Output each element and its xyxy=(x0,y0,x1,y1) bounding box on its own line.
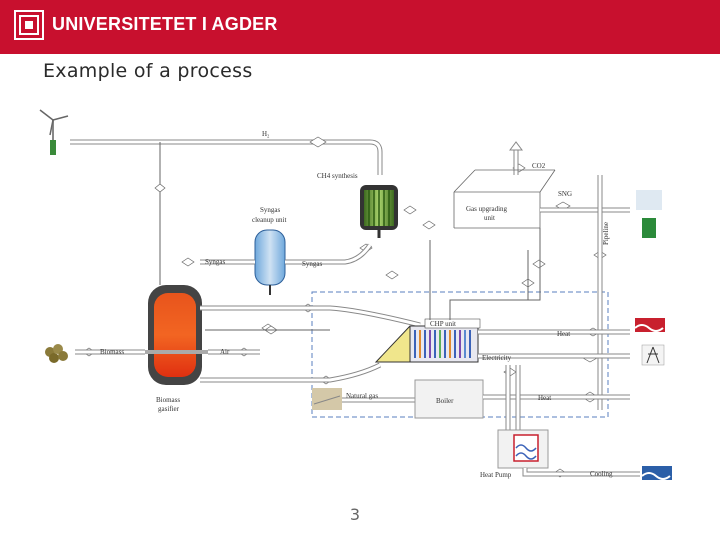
process-diagram: H₂ xyxy=(39,109,672,480)
biomass-flow-label: Biomass xyxy=(100,348,124,356)
gas-tank-icon xyxy=(636,190,662,238)
boiler-unit xyxy=(414,379,484,419)
biomass-gasifier xyxy=(140,285,208,385)
slide-title: Example of a process xyxy=(43,60,253,82)
heat-right-label: Heat xyxy=(557,330,570,338)
chp-unit-label: CHP unit xyxy=(430,320,456,328)
syngas-cleanup-unit xyxy=(254,229,286,295)
heat-pump-label: Heat Pump xyxy=(480,471,512,479)
university-logo-icon xyxy=(14,10,44,40)
boiler-label: Boiler xyxy=(436,397,454,405)
university-name: UNIVERSITETET I AGDER xyxy=(52,14,278,34)
biomass-pellets-icon xyxy=(45,344,68,363)
gasifier-label-1: Biomass xyxy=(156,396,180,404)
pipeline-label: Pipeline xyxy=(602,222,610,245)
heat-lower-label: Heat xyxy=(538,394,551,402)
page-number: 3 xyxy=(349,505,361,524)
power-tower-icon xyxy=(641,344,665,366)
sng-label: SNG xyxy=(558,190,572,198)
ch4-synthesis-reactor xyxy=(360,185,398,238)
syngas-cleanup-label-2: cleanup unit xyxy=(252,216,286,224)
gas-upgrading-label-2: unit xyxy=(484,214,495,222)
electricity-label: Electricity xyxy=(482,354,512,362)
wind-turbine-icon xyxy=(39,109,69,155)
gas-upgrading-label-1: Gas upgrading xyxy=(466,205,508,213)
co2-label: CO2 xyxy=(532,162,546,170)
gasifier-label-2: gasifier xyxy=(158,405,180,413)
district-heating-icon xyxy=(634,318,665,332)
gas-upgrading-unit xyxy=(453,169,556,229)
ch4-synthesis-label: CH4 synthesis xyxy=(317,172,358,180)
syngas-left-label: Syngas xyxy=(205,258,226,266)
h2-stream xyxy=(70,139,383,175)
syngas-cleanup-label-1: Syngas xyxy=(260,206,281,214)
chp-unit xyxy=(374,318,481,363)
natural-gas-field-icon xyxy=(312,388,342,410)
header-bar: UNIVERSITETET I AGDER xyxy=(0,0,720,54)
air-label: Air xyxy=(220,348,230,356)
cooling-label: Cooling xyxy=(590,470,613,478)
natural-gas-label: Natural gas xyxy=(346,392,378,400)
cooling-icon xyxy=(641,466,672,480)
syngas-right-label: Syngas xyxy=(302,260,323,268)
h2-label: H₂ xyxy=(262,130,270,138)
heat-pump-unit xyxy=(497,429,549,469)
